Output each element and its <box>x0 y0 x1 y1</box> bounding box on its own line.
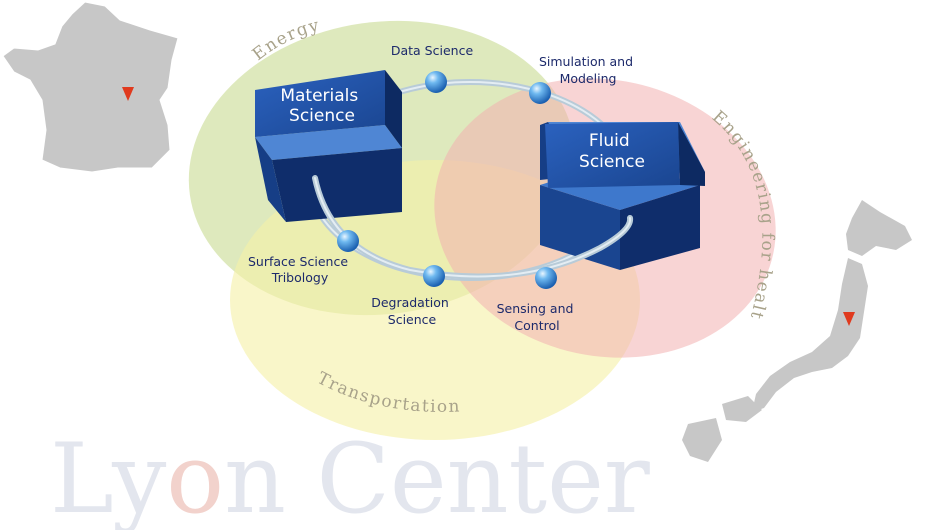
materials-science-label: Materials Science <box>280 86 363 126</box>
lyon-center-watermark: Lyon Center <box>50 423 650 530</box>
svg-text:Lyon Center: Lyon Center <box>50 423 650 530</box>
fluid-science-cube: Fluid Science <box>540 122 705 270</box>
sendai-marker-icon <box>843 312 855 326</box>
simulation-modeling-label: Simulation and Modeling <box>539 54 637 86</box>
materials-science-cube: Materials Science <box>255 70 402 222</box>
fluid-science-label: Fluid Science <box>579 131 645 172</box>
data-science-label: Data Science <box>391 43 474 58</box>
degradation-science-label: Degradation Science <box>371 295 453 327</box>
sensing-control-node <box>535 267 557 289</box>
simulation-modeling-node <box>529 82 551 104</box>
japan-map <box>682 200 912 462</box>
surface-science-node <box>337 230 359 252</box>
lyon-marker-icon <box>122 87 134 101</box>
france-map <box>2 1 179 173</box>
degradation-science-node <box>423 265 445 287</box>
surface-science-label: Surface Science Tribology <box>248 254 352 285</box>
data-science-node <box>425 71 447 93</box>
sensing-control-label: Sensing and Control <box>497 301 578 333</box>
